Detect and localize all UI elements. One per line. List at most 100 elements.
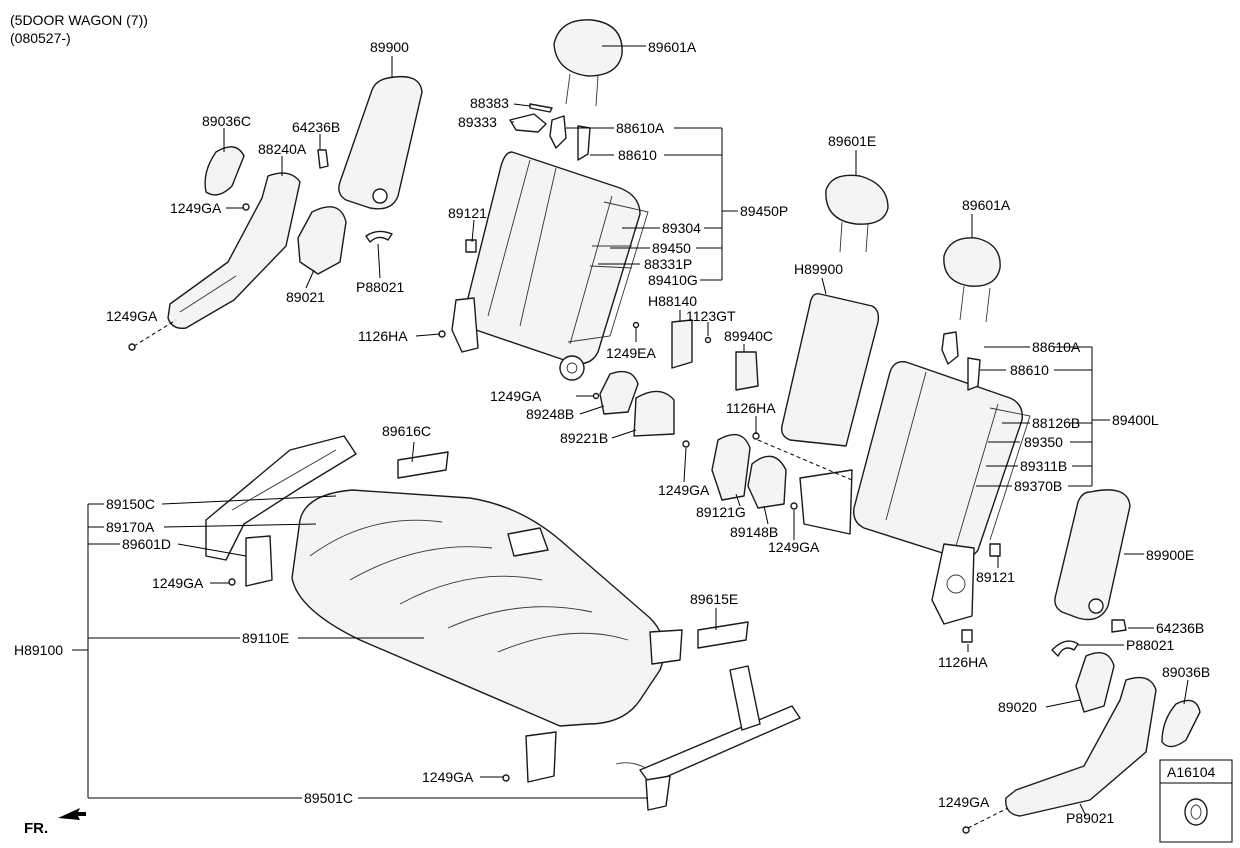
armrest-89900E-shape xyxy=(1054,489,1131,621)
seat-rail-support-shape xyxy=(729,665,761,731)
label-A16104[interactable]: A16104 xyxy=(1167,764,1215,780)
label-88331P[interactable]: 88331P xyxy=(644,256,692,272)
label-H89900[interactable]: H89900 xyxy=(794,261,843,277)
headrest-89601A-top-shape xyxy=(553,19,623,77)
label-89940C[interactable]: 89940C xyxy=(724,328,773,344)
clip-88383-shape xyxy=(529,103,553,113)
label-1249GA-h[interactable]: 1249GA xyxy=(422,769,474,785)
label-64236B-left[interactable]: 64236B xyxy=(292,119,340,135)
recliner-disc-shape xyxy=(559,355,585,381)
label-88126B[interactable]: 88126B xyxy=(1032,415,1080,431)
label-89601E[interactable]: 89601E xyxy=(828,133,876,149)
label-89900E[interactable]: 89900E xyxy=(1146,547,1194,563)
side-panel-right-shape xyxy=(799,469,853,535)
label-1249GA-c[interactable]: 1249GA xyxy=(490,388,542,404)
label-89121-right[interactable]: 89121 xyxy=(976,569,1015,585)
label-1126HA-c[interactable]: 1126HA xyxy=(938,654,988,670)
label-1249GA-b[interactable]: 1249GA xyxy=(106,308,158,324)
bracket-89333-shape xyxy=(509,113,547,133)
label-1249GA-a[interactable]: 1249GA xyxy=(170,200,222,216)
label-88383[interactable]: 88383 xyxy=(470,95,509,111)
cover-89248B-shape xyxy=(599,370,639,415)
label-89615E[interactable]: 89615E xyxy=(690,591,738,607)
clip-P88021-b-shape xyxy=(1051,640,1079,657)
seatback-hinge-left-shape xyxy=(451,297,479,353)
label-89121G[interactable]: 89121G xyxy=(696,504,746,520)
inset-box xyxy=(1159,759,1233,843)
label-P88021-left[interactable]: P88021 xyxy=(356,279,404,295)
label-89036C[interactable]: 89036C xyxy=(202,113,251,129)
label-P88021-right[interactable]: P88021 xyxy=(1126,637,1174,653)
label-89248B[interactable]: 89248B xyxy=(526,406,574,422)
part-drawings xyxy=(128,19,1208,834)
cover-89221B-shape xyxy=(633,390,675,437)
label-H88140[interactable]: H88140 xyxy=(648,293,697,309)
label-1249GA-g[interactable]: 1249GA xyxy=(152,575,204,591)
label-89150C[interactable]: 89150C xyxy=(106,496,155,512)
front-label: FR. xyxy=(24,820,48,837)
screw-1249GA-b-shape xyxy=(128,343,136,351)
label-88610A-left[interactable]: 88610A xyxy=(616,120,665,136)
screw-89121-b-shape xyxy=(989,543,1001,557)
label-P89021[interactable]: P89021 xyxy=(1066,810,1114,826)
cover-89021-shape xyxy=(297,206,347,275)
label-89350[interactable]: 89350 xyxy=(1024,434,1063,450)
label-89020[interactable]: 89020 xyxy=(998,699,1037,715)
label-1126HA-b[interactable]: 1126HA xyxy=(726,400,776,416)
label-89311B[interactable]: 89311B xyxy=(1020,458,1067,474)
label-89221B[interactable]: 89221B xyxy=(560,430,608,446)
seat-frame-left-shape xyxy=(205,435,357,561)
label-1126HA-a[interactable]: 1126HA xyxy=(358,328,408,344)
label-89170A[interactable]: 89170A xyxy=(106,519,155,535)
recliner-right-shape xyxy=(931,543,975,625)
part-labels: 89900 89601A 88383 89333 88610A 88610 89… xyxy=(14,39,1210,826)
label-89036B[interactable]: 89036B xyxy=(1162,664,1210,680)
label-H89100[interactable]: H89100 xyxy=(14,642,63,658)
label-89121-left[interactable]: 89121 xyxy=(448,205,487,221)
label-89450P[interactable]: 89450P xyxy=(740,203,788,219)
trim-89615E-shape xyxy=(697,621,749,649)
label-89410G[interactable]: 89410G xyxy=(648,272,698,288)
label-89400L[interactable]: 89400L xyxy=(1112,412,1159,428)
bolt-64236B-shape xyxy=(317,149,329,169)
seat-rail-foot-shape xyxy=(645,775,671,811)
label-89148B[interactable]: 89148B xyxy=(730,524,778,540)
armrest-89900-shape xyxy=(338,75,423,210)
label-89601D[interactable]: 89601D xyxy=(122,536,171,552)
label-1249GA-e[interactable]: 1249GA xyxy=(768,539,820,555)
label-1249EA[interactable]: 1249EA xyxy=(606,345,656,361)
label-88240A[interactable]: 88240A xyxy=(258,141,307,157)
label-89370B[interactable]: 89370B xyxy=(1014,478,1062,494)
label-89021[interactable]: 89021 xyxy=(286,289,325,305)
label-89304[interactable]: 89304 xyxy=(662,220,701,236)
label-88610-right[interactable]: 88610 xyxy=(1010,362,1049,378)
cover-89148B-shape xyxy=(747,455,787,509)
label-89616C[interactable]: 89616C xyxy=(382,423,431,439)
label-88610A-right[interactable]: 88610A xyxy=(1032,339,1081,355)
label-64236B-right[interactable]: 64236B xyxy=(1156,620,1204,636)
cover-89020-shape xyxy=(1075,652,1115,713)
screw-89121-a-shape xyxy=(465,239,477,253)
label-1123GT[interactable]: 1123GT xyxy=(686,308,736,324)
cover-89036B-shape xyxy=(1161,699,1201,748)
headrest-89601A-right-shape xyxy=(943,237,1001,287)
label-88610-left[interactable]: 88610 xyxy=(618,147,657,163)
label-1249GA-d[interactable]: 1249GA xyxy=(658,482,710,498)
headrest-89601E-shape xyxy=(825,174,889,225)
lock-89940C-shape xyxy=(735,351,759,391)
guide-88610A-right-shape xyxy=(941,331,959,365)
label-89601A-top[interactable]: 89601A xyxy=(648,39,697,55)
bracket-H88140-shape xyxy=(671,319,693,369)
label-89601A-right[interactable]: 89601A xyxy=(962,197,1011,213)
label-89333[interactable]: 89333 xyxy=(458,114,497,130)
armrest-bracket-88240A-shape xyxy=(167,172,301,329)
label-89110E[interactable]: 89110E xyxy=(242,630,289,646)
label-89501C[interactable]: 89501C xyxy=(304,790,353,806)
label-89900[interactable]: 89900 xyxy=(370,39,409,55)
cover-89121G-shape xyxy=(711,433,751,501)
label-89450[interactable]: 89450 xyxy=(652,240,691,256)
label-1249GA-f[interactable]: 1249GA xyxy=(938,794,990,810)
screw-1126HA-c-shape xyxy=(961,629,973,643)
armrest-bolt-hole xyxy=(372,188,388,204)
center-hinge-shape xyxy=(507,527,549,557)
